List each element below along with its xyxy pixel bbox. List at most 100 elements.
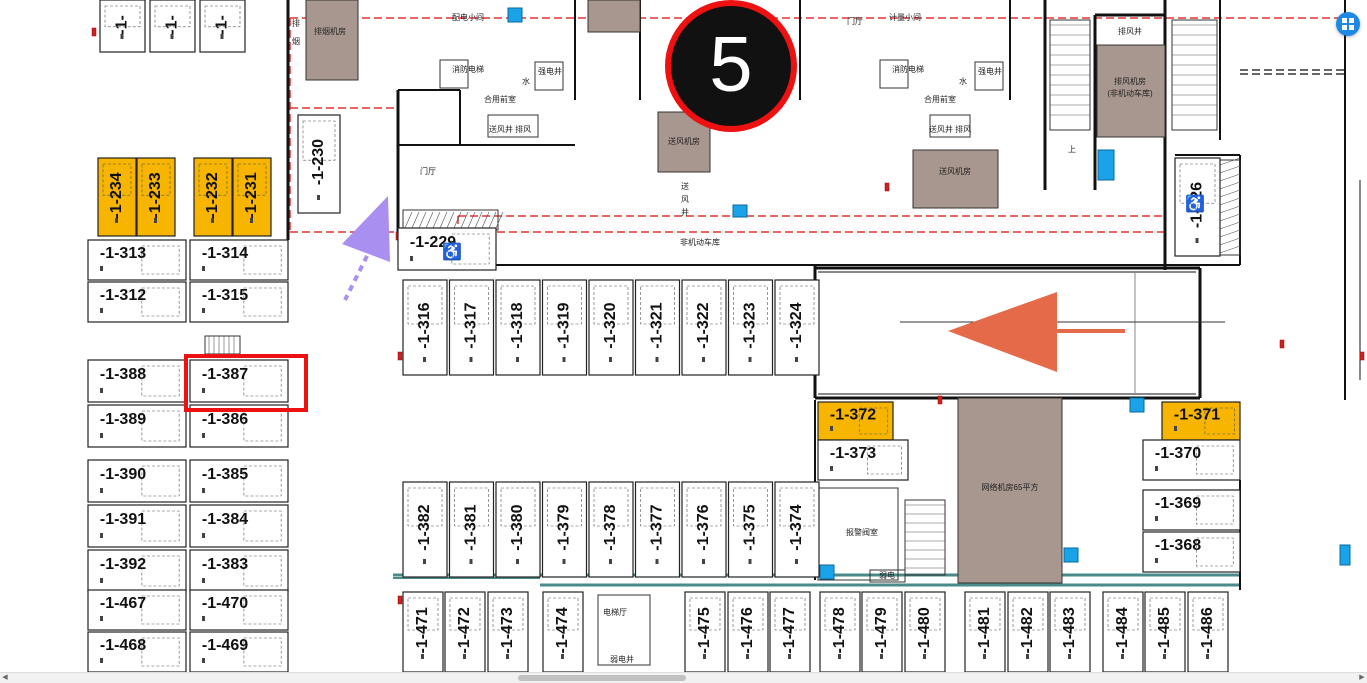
- parking-space[interactable]: -1-482: [1007, 591, 1049, 673]
- parking-space[interactable]: -1-478: [819, 591, 861, 673]
- parking-space[interactable]: -1-472: [444, 591, 486, 673]
- parking-space[interactable]: -1-323: [727, 279, 774, 376]
- elevator-box: [879, 59, 909, 89]
- space-label: -1-231: [243, 172, 260, 218]
- parking-space[interactable]: -1-374: [774, 481, 820, 578]
- space-label: -1-226: [1189, 182, 1206, 228]
- parking-space[interactable]: -1-469: [189, 631, 289, 673]
- parking-space[interactable]: -1-484: [1102, 591, 1144, 673]
- room-label: 消防电梯: [892, 64, 924, 74]
- parking-space[interactable]: -1-473: [487, 591, 529, 673]
- space-label: -1-387: [202, 366, 248, 383]
- parking-space[interactable]: -1-380: [495, 481, 541, 578]
- accessible-icon: ♿: [1185, 194, 1205, 213]
- scroll-right-icon[interactable]: ▶: [1359, 674, 1365, 681]
- parking-space[interactable]: -1-375: [727, 481, 774, 578]
- hatch-line: [439, 211, 448, 229]
- parking-space[interactable]: -1-378: [588, 481, 634, 578]
- parking-space[interactable]: -1-483: [1049, 591, 1091, 673]
- parking-space[interactable]: -1-319: [541, 279, 588, 376]
- parking-space[interactable]: -1-388: [87, 359, 187, 403]
- parking-space[interactable]: -1-369: [1142, 489, 1241, 531]
- parking-space[interactable]: -1-322: [681, 279, 727, 376]
- parking-space-dashed: [492, 597, 524, 631]
- parking-space-dashed: [141, 595, 180, 625]
- parking-space[interactable]: -1-392: [87, 549, 187, 593]
- fixture-icon: [507, 7, 523, 23]
- parking-space[interactable]: -1-481: [964, 591, 1006, 673]
- parking-space[interactable]: -1-480: [904, 591, 946, 673]
- parking-space[interactable]: -1-376: [681, 481, 727, 578]
- space-label: -1-385: [202, 466, 248, 483]
- parking-space[interactable]: -1-232: [193, 157, 233, 237]
- parking-space[interactable]: -1-467: [87, 589, 187, 631]
- parking-space[interactable]: -1-486: [1187, 591, 1229, 673]
- parking-space-box: [1142, 531, 1241, 573]
- parking-space[interactable]: -1-391: [87, 504, 187, 548]
- parking-space[interactable]: -1-: [99, 0, 146, 53]
- parking-space[interactable]: -1-383: [189, 549, 289, 593]
- space-mark: [100, 308, 103, 313]
- parking-space[interactable]: -1-384: [189, 504, 289, 548]
- parking-space[interactable]: -1-479: [861, 591, 903, 673]
- parking-space[interactable]: -1-324: [774, 279, 820, 376]
- parking-space[interactable]: -1-476: [727, 591, 769, 673]
- scroll-left-icon[interactable]: ◀: [2, 674, 8, 681]
- parking-space[interactable]: -1-385: [189, 459, 289, 503]
- scrollbar-thumb[interactable]: [518, 675, 686, 681]
- parking-space[interactable]: -1-468: [87, 631, 187, 673]
- space-label: -1-372: [830, 407, 876, 424]
- parking-space[interactable]: -1-474: [542, 591, 584, 673]
- parking-space[interactable]: -1-368: [1142, 531, 1241, 573]
- parking-space[interactable]: -1-387: [189, 359, 289, 403]
- parking-space[interactable]: -1-390: [87, 459, 187, 503]
- parking-space[interactable]: -1-381: [448, 481, 495, 578]
- parking-space[interactable]: -1-373: [817, 439, 909, 481]
- parking-space[interactable]: -1-320: [588, 279, 634, 376]
- zone-badge[interactable]: [671, 6, 791, 126]
- horizontal-scrollbar[interactable]: ◀ ▶: [0, 672, 1367, 683]
- parking-space[interactable]: -1-313: [87, 239, 187, 281]
- parking-space[interactable]: -1-230: [297, 114, 341, 214]
- parking-space[interactable]: -1-477: [769, 591, 811, 673]
- parking-space-dashed: [1196, 445, 1234, 475]
- parking-space-dashed: [102, 163, 132, 196]
- room-label: 水: [959, 76, 967, 86]
- parking-space[interactable]: -1-317: [448, 279, 495, 376]
- parking-space[interactable]: -1-321: [634, 279, 681, 376]
- parking-space-dashed: [909, 597, 941, 631]
- parking-space[interactable]: -1-471: [402, 591, 444, 673]
- parking-space[interactable]: -1-315: [189, 281, 289, 323]
- parking-space[interactable]: -1-: [149, 0, 196, 53]
- parking-space[interactable]: -1-485: [1144, 591, 1186, 673]
- parking-space[interactable]: -1-226: [1174, 157, 1221, 257]
- parking-space-dashed: [237, 163, 267, 196]
- parking-space[interactable]: -1-382: [402, 481, 448, 578]
- parking-space[interactable]: -1-379: [541, 481, 588, 578]
- parking-space[interactable]: -1-: [199, 0, 246, 53]
- parking-space[interactable]: -1-370: [1142, 439, 1241, 481]
- parking-space[interactable]: -1-318: [495, 279, 541, 376]
- parking-space[interactable]: -1-231: [232, 157, 272, 237]
- parking-space[interactable]: -1-234: [97, 157, 137, 237]
- parking-space[interactable]: -1-372: [817, 401, 894, 441]
- space-label: -1-234: [108, 172, 125, 218]
- space-mark: [469, 357, 473, 362]
- parking-space[interactable]: -1-229: [397, 227, 497, 271]
- space-label: -1-471: [414, 607, 431, 653]
- space-label: -1-322: [695, 302, 712, 348]
- parking-space[interactable]: -1-316: [402, 279, 448, 376]
- space-label: -1-375: [742, 504, 759, 550]
- parking-space[interactable]: -1-475: [684, 591, 726, 673]
- parking-space[interactable]: -1-377: [634, 481, 681, 578]
- space-mark: [1155, 558, 1158, 563]
- floating-action-button[interactable]: [1336, 12, 1360, 36]
- parking-space[interactable]: -1-233: [136, 157, 176, 237]
- parking-space[interactable]: -1-314: [189, 239, 289, 281]
- parking-space[interactable]: -1-389: [87, 404, 187, 448]
- parking-space[interactable]: -1-470: [189, 589, 289, 631]
- parking-space[interactable]: -1-312: [87, 281, 187, 323]
- highlight-box[interactable]: [184, 354, 308, 412]
- parking-space[interactable]: -1-371: [1161, 401, 1241, 441]
